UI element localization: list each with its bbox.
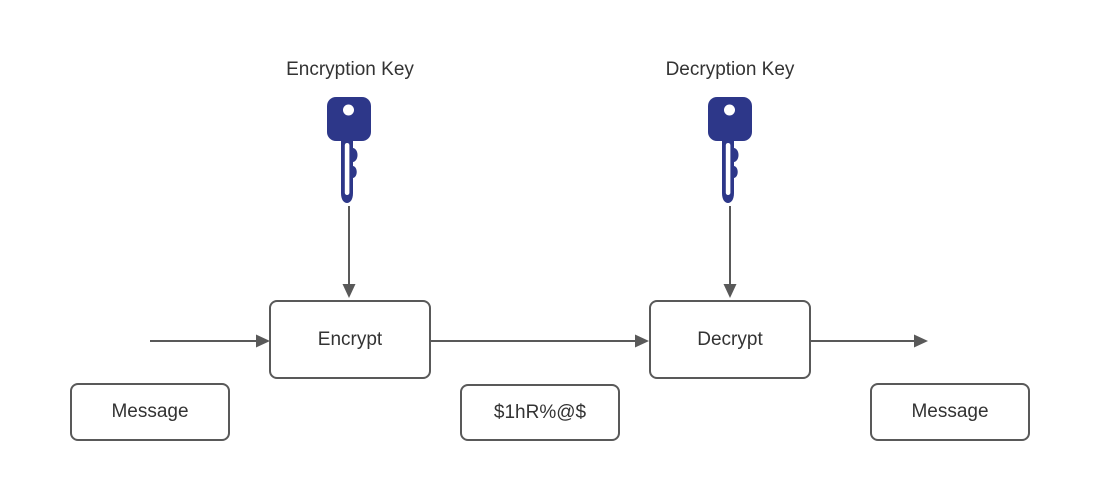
message-input-box: Message	[70, 383, 230, 441]
decryption-key-label: Decryption Key	[665, 59, 795, 80]
encrypt-box: Encrypt	[269, 300, 431, 379]
decryption-key-to-decrypt-arrow	[723, 206, 737, 298]
decrypt-box: Decrypt	[649, 300, 811, 379]
message-output-box: Message	[870, 383, 1030, 441]
encryption-key-to-encrypt-arrow	[342, 206, 356, 298]
encryption-key-icon	[327, 97, 371, 203]
ciphertext-box: $1hR%@$	[460, 384, 620, 441]
encrypt-to-decrypt-arrow	[431, 334, 649, 348]
message-output-arrow	[811, 334, 928, 348]
encryption-key-label: Encryption Key	[286, 59, 414, 80]
message-input-arrow	[150, 334, 270, 348]
decryption-key-icon	[708, 97, 752, 203]
